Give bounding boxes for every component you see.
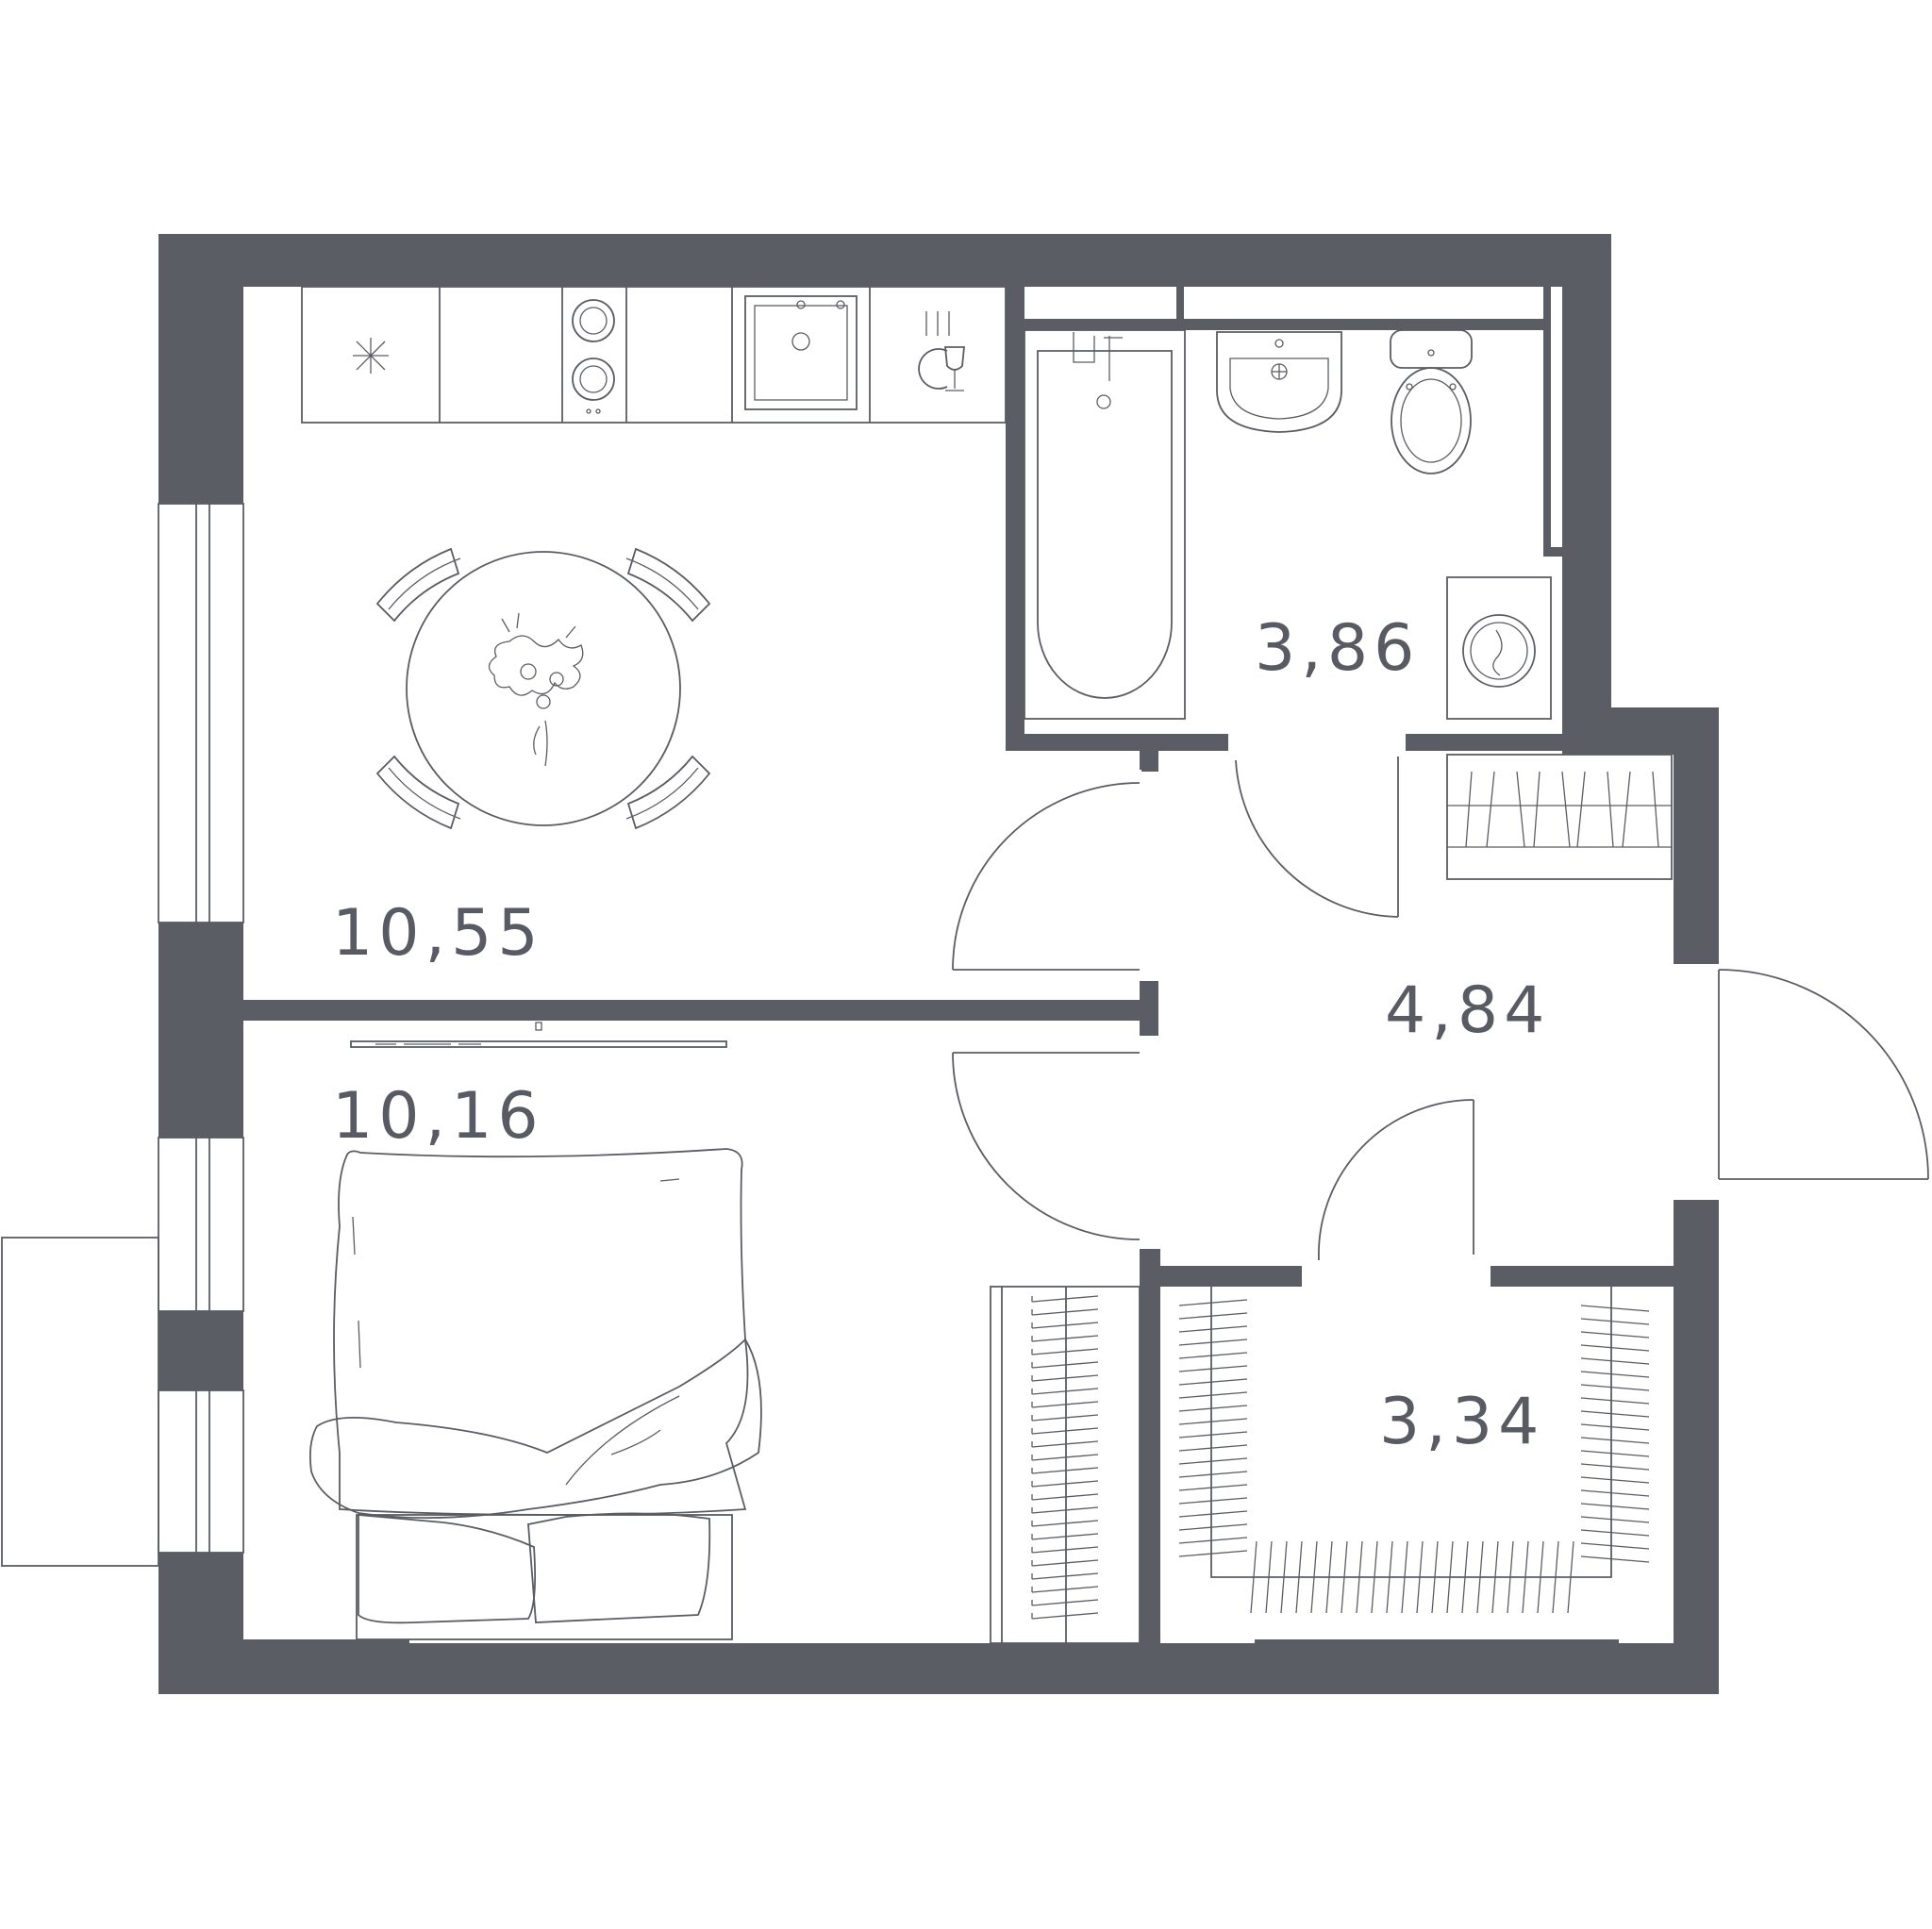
dining-table <box>406 551 681 826</box>
walls <box>158 234 1719 1694</box>
walk-in-wardrobe <box>1178 1287 1650 1614</box>
kitchen-counter <box>301 286 1007 424</box>
washing-machine-icon <box>1446 576 1552 720</box>
bed-icon <box>308 1148 762 1640</box>
flower-bouquet-icon <box>488 612 584 767</box>
hallway-area-label: 4,84 <box>1385 973 1550 1048</box>
wardrobe-area-label: 3,34 <box>1379 1385 1544 1459</box>
sink-icon <box>744 295 858 410</box>
chair-icon <box>375 547 711 830</box>
tv-icon <box>350 1022 727 1048</box>
toilet-icon <box>1390 329 1473 474</box>
bathroom-area-label: 3,86 <box>1255 611 1420 686</box>
balcony <box>1 1237 159 1567</box>
washbasin-icon <box>1216 331 1342 433</box>
kitchen-area-label: 10,55 <box>332 896 544 971</box>
dishwasher-icon <box>918 311 965 391</box>
bedroom-closet <box>990 1286 1141 1644</box>
fridge-icon <box>353 338 389 374</box>
bedroom-area-label: 10,16 <box>332 1079 544 1154</box>
doors <box>952 751 1929 1261</box>
bathtub-icon <box>1024 329 1186 720</box>
hall-cabinet <box>1446 754 1673 880</box>
cooktop-icon <box>572 299 615 414</box>
